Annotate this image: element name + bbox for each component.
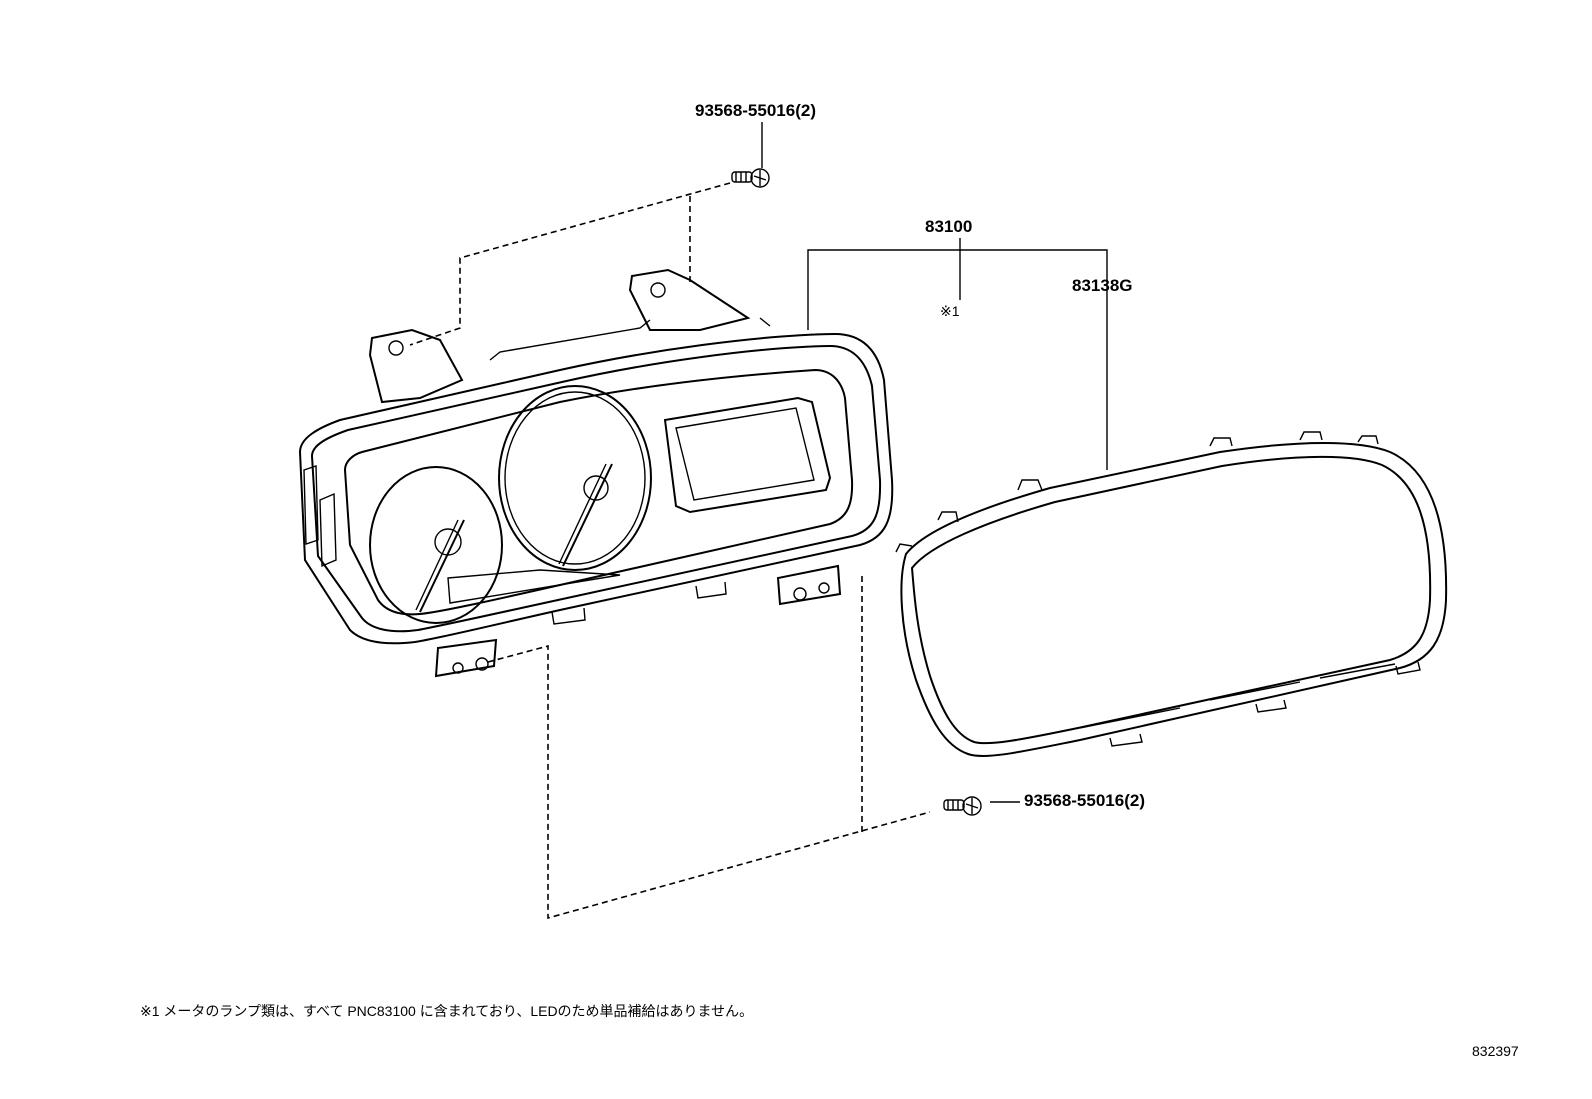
callout-note-marker: ※1	[940, 303, 960, 319]
leader-lines	[761, 122, 1108, 803]
illustration-number: 832397	[1472, 1043, 1519, 1059]
footnote: ※1 メータのランプ類は、すべて PNC83100 に含まれており、LEDのため…	[140, 1003, 753, 1019]
callout-glass-cover[interactable]: 83138G	[1072, 276, 1133, 295]
assembly-dash-lines	[409, 182, 931, 920]
callout-screw-bottom[interactable]: 93568-55016(2)	[1024, 791, 1145, 810]
screw-top-icon	[731, 168, 770, 188]
callout-screw-top[interactable]: 93568-55016(2)	[695, 101, 816, 120]
combination-meter-assembly	[298, 268, 894, 678]
glass-cover	[895, 431, 1448, 757]
screw-bottom-icon	[943, 796, 982, 816]
callout-meter-assembly[interactable]: 83100	[925, 217, 972, 236]
